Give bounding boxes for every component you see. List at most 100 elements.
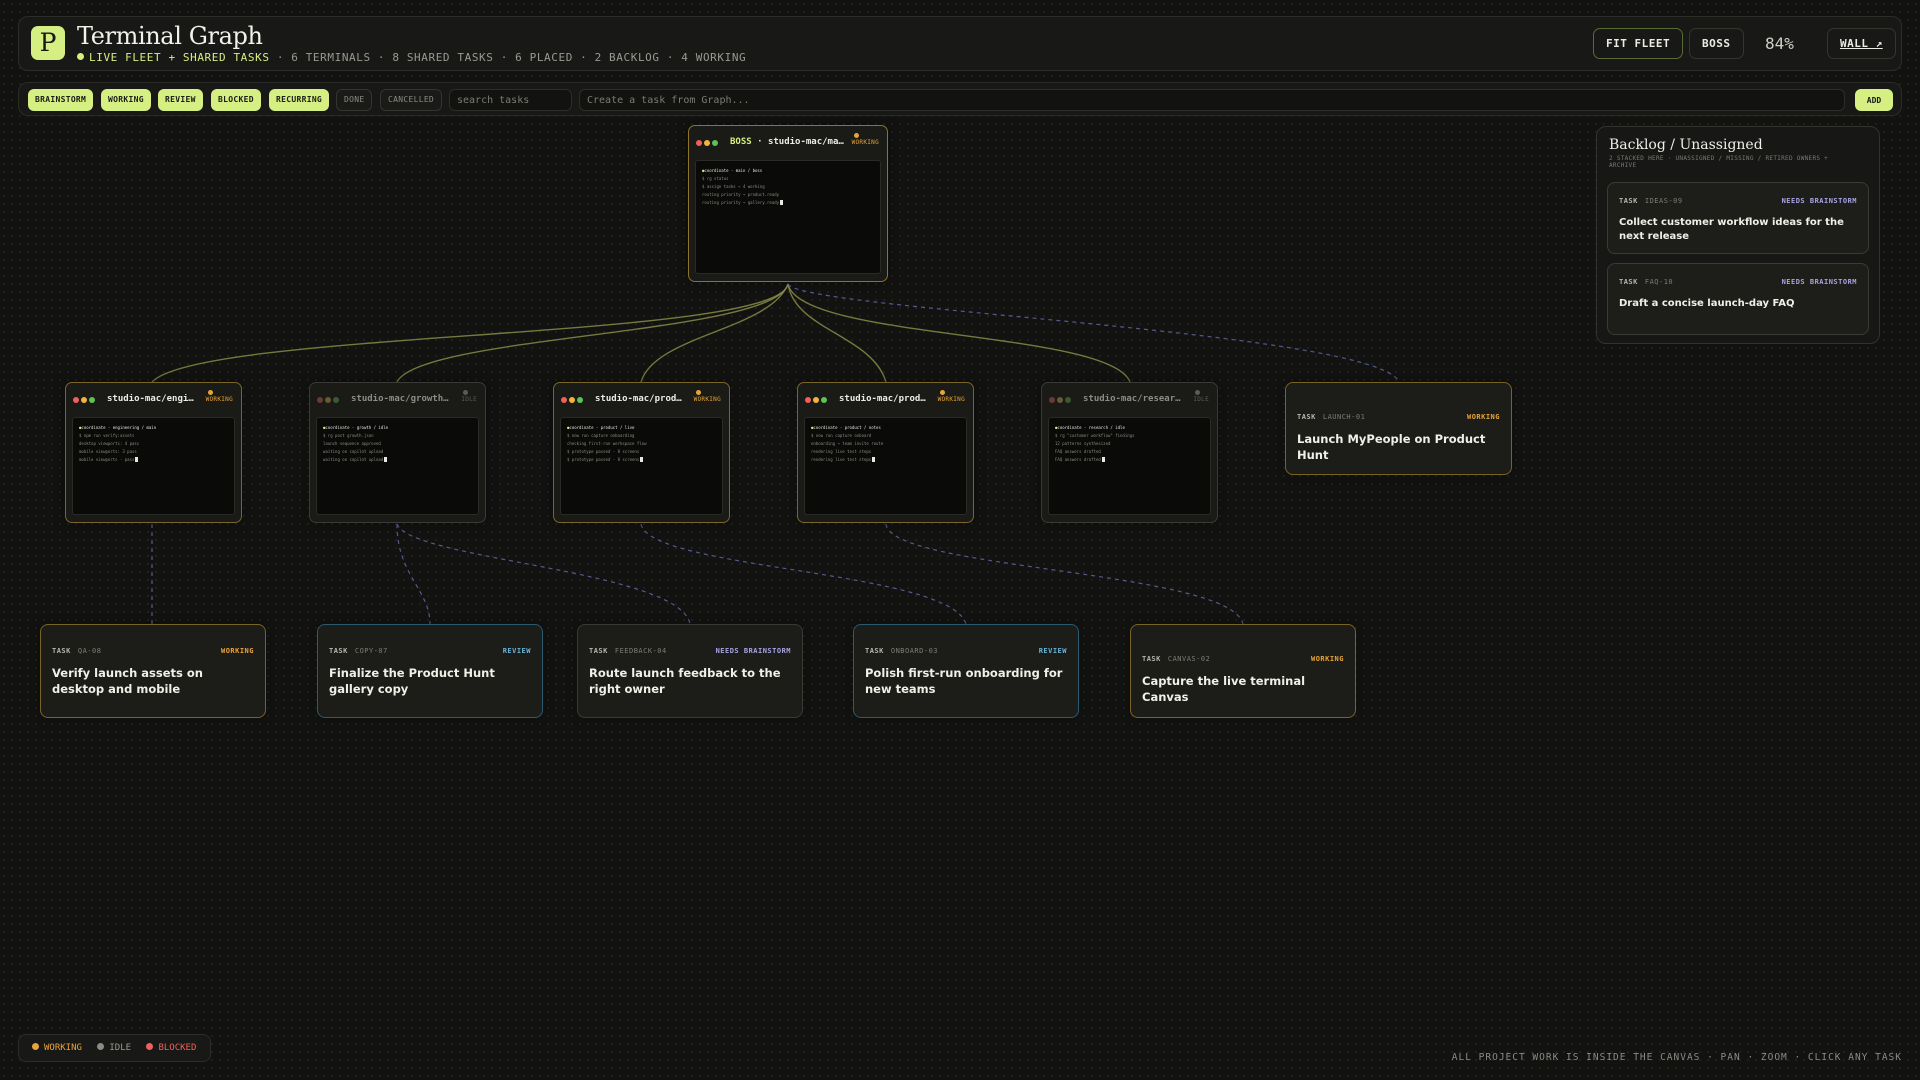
maximize-dot-icon xyxy=(821,397,827,403)
filter-recurring[interactable]: RECURRING xyxy=(269,89,330,111)
status-badge: REVIEW xyxy=(502,647,531,655)
maximize-dot-icon xyxy=(1065,397,1071,403)
status-legend: WORKING IDLE BLOCKED xyxy=(18,1034,211,1062)
terminal-product-2[interactable]: studio-mac/produ… WORKING coordinate · p… xyxy=(797,382,974,523)
close-dot-icon xyxy=(317,397,323,403)
terminal-product-1[interactable]: studio-mac/produ… WORKING coordinate · p… xyxy=(553,382,730,523)
fleet-stats: · 6 TERMINALS · 8 SHARED TASKS · 6 PLACE… xyxy=(276,51,747,64)
fleet-summary: LIVE FLEET + SHARED TASKS · 6 TERMINALS … xyxy=(77,51,746,64)
backlog-panel: Backlog / Unassigned 2 STACKED HERE · UN… xyxy=(1596,126,1880,344)
terminal-screen: coordinate · research / idle $ rg "custo… xyxy=(1048,417,1211,515)
task-title: Verify launch assets on desktop and mobi… xyxy=(52,666,203,696)
filter-review[interactable]: REVIEW xyxy=(158,89,203,111)
task-title: Capture the live terminal Canvas xyxy=(1142,674,1306,704)
terminal-name: studio-mac/growth:… xyxy=(351,394,451,404)
task-id: ONBOARD-03 xyxy=(890,647,939,655)
task-title: Finalize the Product Hunt gallery copy xyxy=(329,666,495,696)
task-title: Polish first-run onboarding for new team… xyxy=(865,666,1063,696)
terminal-name: studio-mac/researc… xyxy=(1083,394,1183,404)
minimize-dot-icon xyxy=(1057,397,1063,403)
status-badge: IDLE xyxy=(1193,390,1209,403)
live-indicator-icon xyxy=(77,53,84,60)
terminal-name: BOSS · studio-mac/ma… xyxy=(730,137,844,147)
status-badge: NEEDS BRAINSTORM xyxy=(715,647,791,655)
terminal-screen: coordinate · product / live $ now run ca… xyxy=(560,417,723,515)
status-badge: REVIEW xyxy=(1038,647,1067,655)
status-badge: WORKING xyxy=(220,647,254,655)
connector-boss-product-2 xyxy=(787,283,887,383)
terminal-name: studio-mac/engin… xyxy=(107,394,199,404)
task-title: Draft a concise launch-day FAQ xyxy=(1619,298,1795,309)
status-badge: WORKING xyxy=(852,133,879,146)
close-dot-icon xyxy=(696,140,702,146)
terminal-screen: coordinate · engineering / main $ npm ru… xyxy=(72,417,235,515)
close-dot-icon xyxy=(73,397,79,403)
filter-done[interactable]: DONE xyxy=(336,89,373,111)
connector-boss-launch xyxy=(787,283,1399,381)
filter-blocked[interactable]: BLOCKED xyxy=(211,89,261,111)
close-dot-icon xyxy=(805,397,811,403)
live-label: LIVE FLEET + SHARED TASKS xyxy=(89,51,270,64)
fit-fleet-button[interactable]: FIT FLEET xyxy=(1593,28,1684,59)
maximize-dot-icon xyxy=(577,397,583,403)
backlog-title: Backlog / Unassigned xyxy=(1609,137,1763,153)
blocked-dot-icon xyxy=(146,1043,154,1050)
zoom-level: 84% xyxy=(1765,34,1794,53)
connector-boss-product-1 xyxy=(640,283,789,383)
app-logo: P xyxy=(31,26,65,60)
terminal-screen: coordinate · main / boss $ rg status $ a… xyxy=(695,160,881,274)
filter-working[interactable]: WORKING xyxy=(101,89,151,111)
filter-brainstorm[interactable]: BRAINSTORM xyxy=(28,89,94,111)
maximize-dot-icon xyxy=(712,140,718,146)
minimize-dot-icon xyxy=(569,397,575,403)
task-id: IDEAS-09 xyxy=(1644,197,1683,205)
task-id: COPY-07 xyxy=(354,647,388,655)
canvas-hint: ALL PROJECT WORK IS INSIDE THE CANVAS · … xyxy=(1451,1052,1902,1063)
filter-cancelled[interactable]: CANCELLED xyxy=(380,89,443,111)
task-id: QA-08 xyxy=(77,647,102,655)
status-badge: WORKING xyxy=(1466,413,1500,421)
task-title: Launch MyPeople on Product Hunt xyxy=(1297,432,1486,462)
status-badge: WORKING xyxy=(206,390,233,403)
status-badge: WORKING xyxy=(938,390,965,403)
terminal-research[interactable]: studio-mac/researc… IDLE coordinate · re… xyxy=(1041,382,1218,523)
wall-link[interactable]: WALL ↗ xyxy=(1827,28,1896,59)
task-id: CANVAS-02 xyxy=(1167,655,1211,663)
maximize-dot-icon xyxy=(89,397,95,403)
minimize-dot-icon xyxy=(813,397,819,403)
create-task-input[interactable] xyxy=(579,89,1845,111)
close-dot-icon xyxy=(561,397,567,403)
connector-boss-engineering xyxy=(151,283,789,383)
terminal-growth[interactable]: studio-mac/growth:… IDLE coordinate · gr… xyxy=(309,382,486,523)
legend-blocked: BLOCKED xyxy=(158,1043,197,1053)
terminal-screen: coordinate · product / notes $ now run c… xyxy=(804,417,967,515)
minimize-dot-icon xyxy=(325,397,331,403)
terminal-boss[interactable]: BOSS · studio-mac/ma… WORKING coordinate… xyxy=(688,125,888,282)
legend-idle: IDLE xyxy=(109,1043,132,1053)
connector-growth-copy xyxy=(396,523,431,625)
page-title: Terminal Graph xyxy=(77,22,263,50)
task-id: FEEDBACK-04 xyxy=(614,647,667,655)
boss-button[interactable]: BOSS xyxy=(1689,28,1744,59)
connector-product-onboard xyxy=(640,523,967,625)
add-task-button[interactable]: ADD xyxy=(1855,89,1893,111)
terminal-name: studio-mac/produ… xyxy=(595,394,687,404)
search-input[interactable] xyxy=(449,89,572,111)
connector-product-canvas xyxy=(885,523,1244,625)
connector-growth-feedback xyxy=(396,523,691,625)
terminal-engineering[interactable]: studio-mac/engin… WORKING coordinate · e… xyxy=(65,382,242,523)
maximize-dot-icon xyxy=(333,397,339,403)
backlog-subtitle: 2 STACKED HERE · UNASSIGNED / MISSING / … xyxy=(1609,155,1829,169)
task-title: Collect customer workflow ideas for the … xyxy=(1619,217,1844,242)
minimize-dot-icon xyxy=(704,140,710,146)
status-badge: IDLE xyxy=(461,390,477,403)
working-dot-icon xyxy=(32,1043,39,1050)
